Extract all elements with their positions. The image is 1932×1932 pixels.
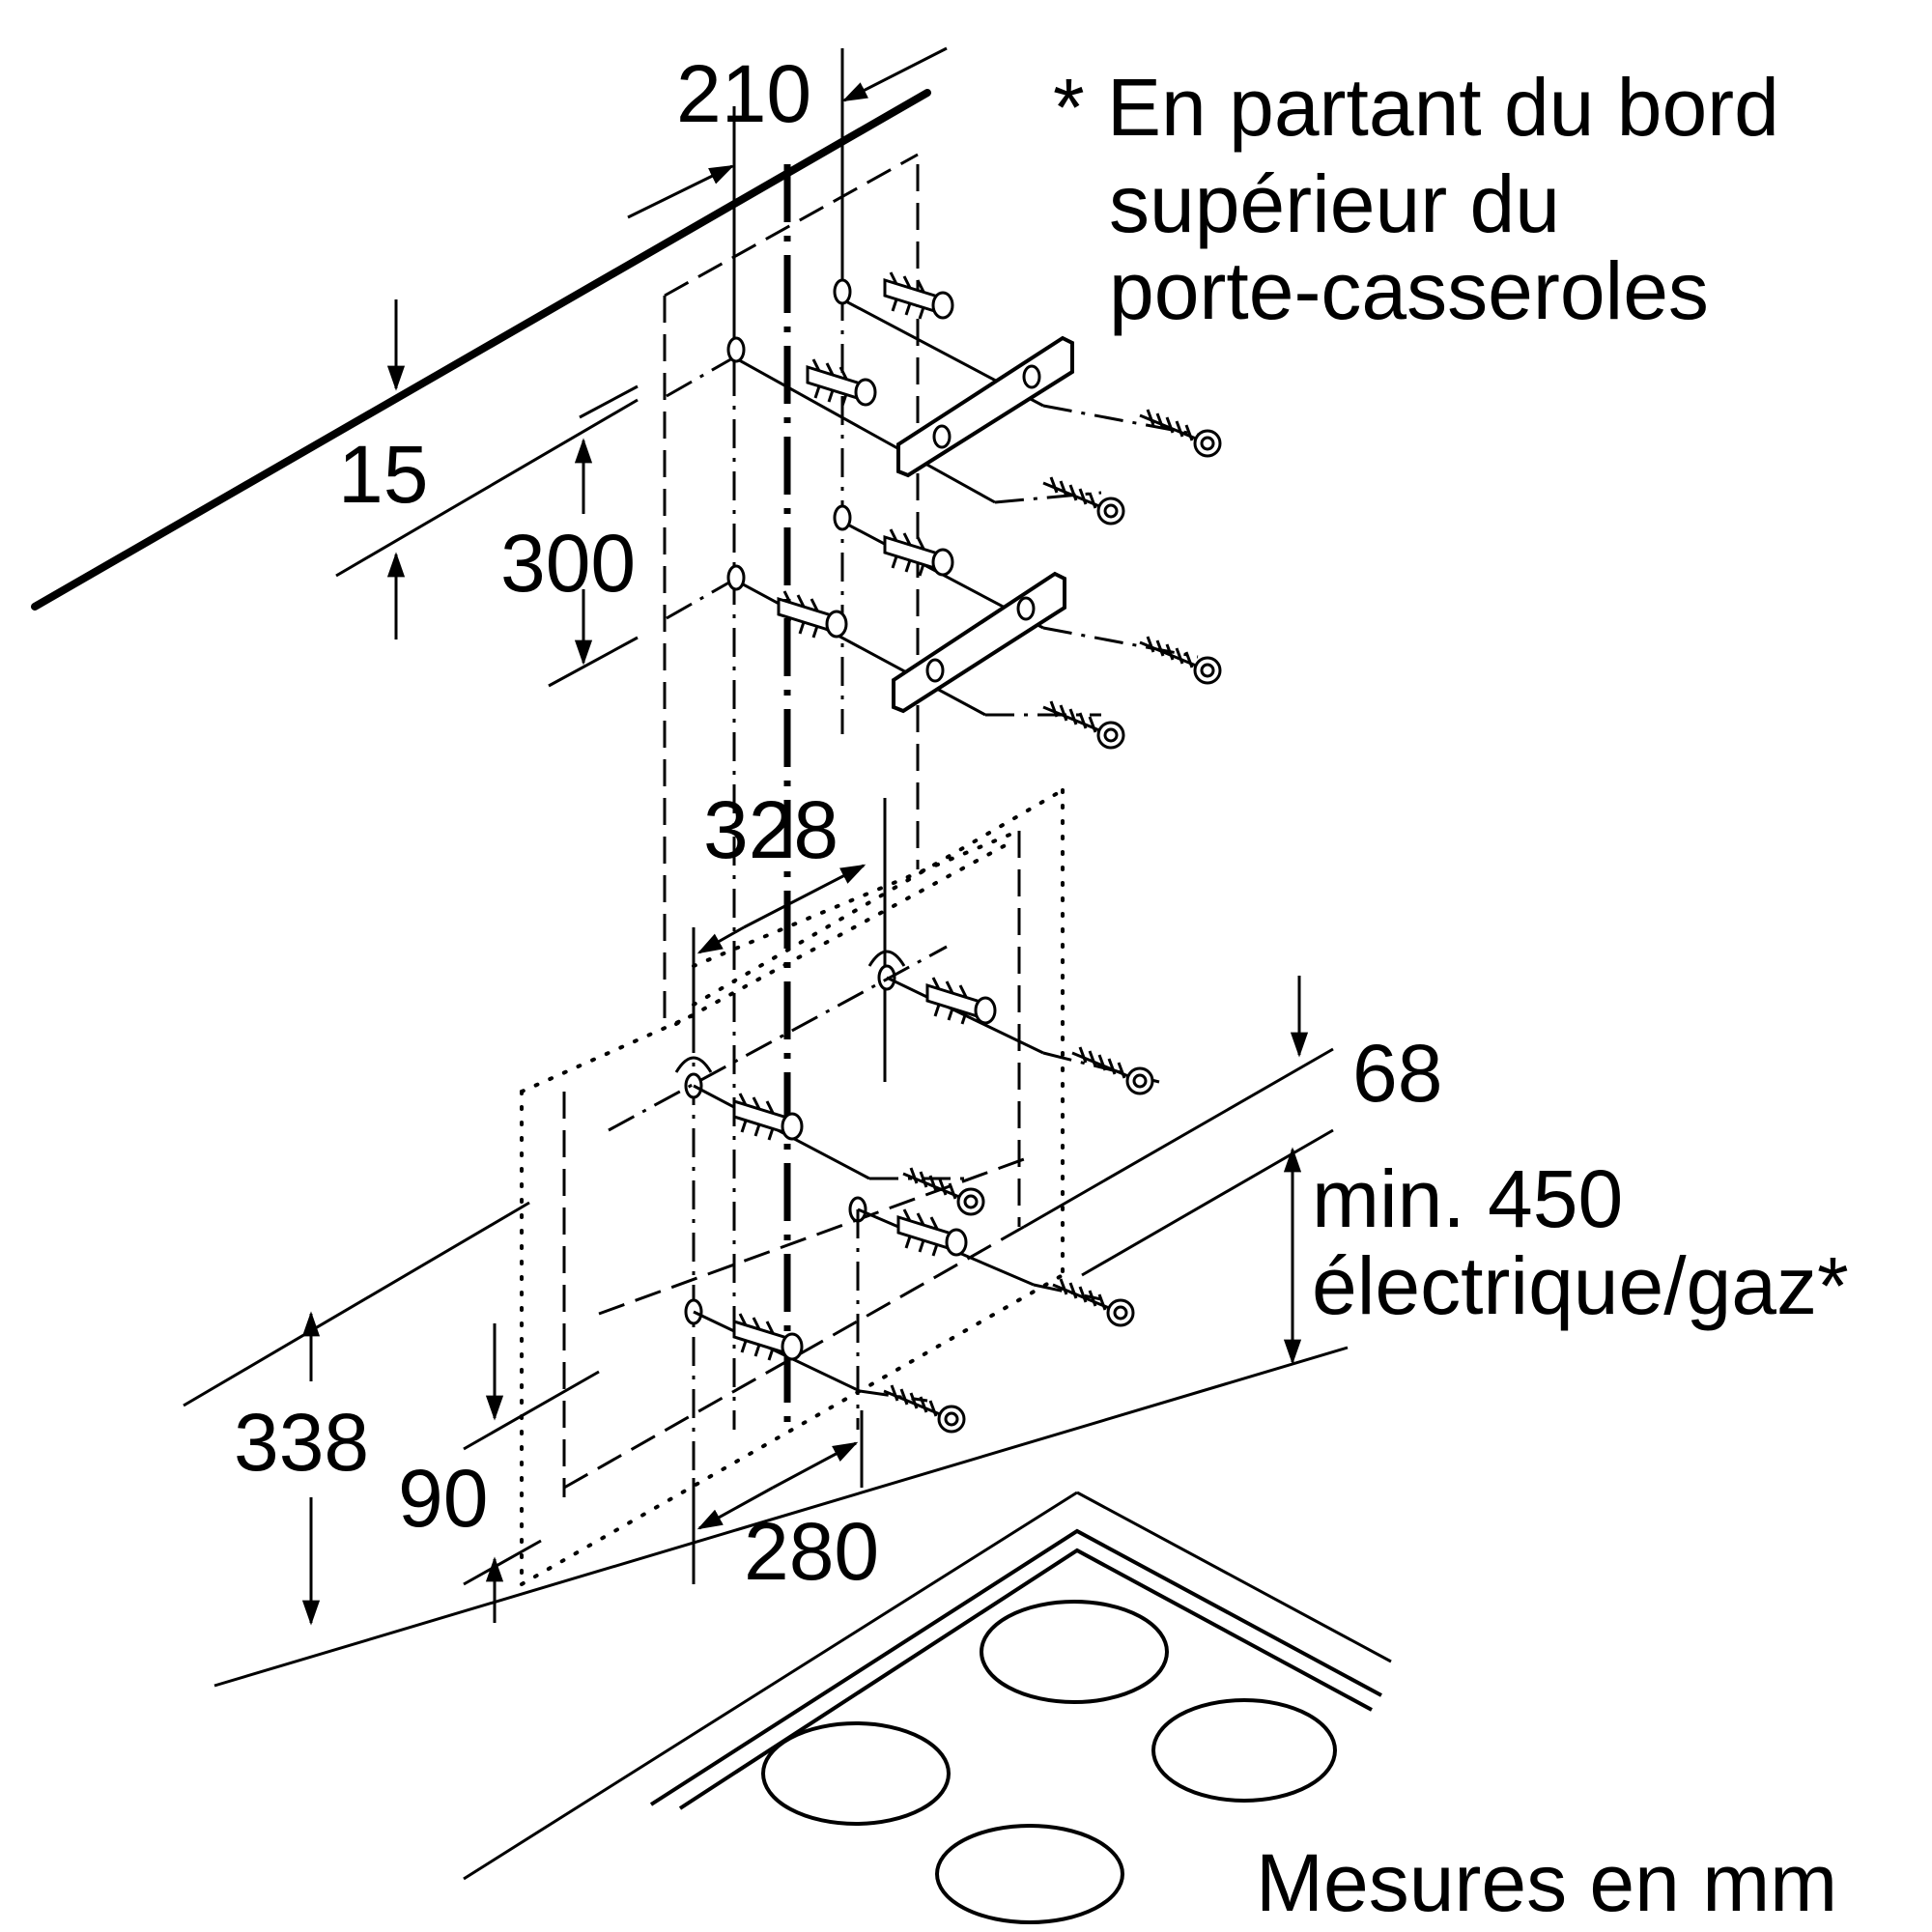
wall-plug-icon bbox=[732, 1092, 804, 1142]
upper-bracket-set-1 bbox=[666, 270, 1222, 526]
dim-15-label: 15 bbox=[338, 429, 428, 520]
electrique-gaz-label: électrique/gaz* bbox=[1312, 1240, 1849, 1331]
min-450-label: min. 450 bbox=[1312, 1153, 1623, 1244]
hook-icon bbox=[674, 1056, 713, 1073]
screw-icon bbox=[901, 1166, 985, 1216]
wall-plug-icon bbox=[883, 270, 954, 321]
screw-icon bbox=[1041, 475, 1125, 526]
dim-68-label: 68 bbox=[1352, 1028, 1442, 1119]
dimension-68: 68 bbox=[1023, 976, 1442, 1277]
note-line-2: supérieur du bbox=[1109, 158, 1560, 249]
cooktop-burner-icon bbox=[980, 1600, 1169, 1704]
drill-hole-icon bbox=[833, 504, 852, 531]
mounting-bracket-icon bbox=[896, 335, 1074, 478]
cooktop-burner-icon bbox=[1151, 1698, 1337, 1803]
cooktop-burner-icon bbox=[935, 1824, 1124, 1924]
dimension-210: 210 bbox=[627, 46, 948, 367]
dim-90-label: 90 bbox=[398, 1453, 488, 1544]
screw-icon bbox=[1138, 635, 1222, 685]
hood-outline bbox=[520, 788, 1065, 1586]
drill-hole-icon bbox=[833, 278, 852, 305]
dimension-300: 300 bbox=[500, 384, 639, 688]
dimension-15: 15 bbox=[335, 299, 639, 639]
screw-icon bbox=[882, 1383, 966, 1434]
dimension-328: 328 bbox=[692, 784, 887, 1063]
wall-plug-icon bbox=[896, 1208, 968, 1258]
dimension-280: 280 bbox=[692, 1410, 879, 1597]
screw-icon bbox=[1041, 699, 1125, 750]
cooktop-burner-icon bbox=[761, 1721, 951, 1826]
cooktop bbox=[463, 1491, 1392, 1924]
dim-210-label: 210 bbox=[676, 48, 811, 139]
wall-plug-icon bbox=[732, 1312, 804, 1362]
dim-338-label: 338 bbox=[234, 1397, 369, 1488]
screw-icon bbox=[1138, 408, 1222, 458]
dimension-min-450: min. 450 électrique/gaz* bbox=[213, 1147, 1849, 1688]
screw-icon bbox=[1070, 1045, 1154, 1095]
dim-280-label: 280 bbox=[744, 1506, 879, 1597]
drill-hole-icon bbox=[726, 564, 746, 591]
ceiling-line bbox=[31, 89, 931, 611]
upper-bracket-set-2 bbox=[666, 504, 1222, 750]
lower-fixings bbox=[608, 945, 1160, 1434]
note: * En partant du bord supérieur du porte-… bbox=[1053, 62, 1779, 336]
wall-plug-icon bbox=[925, 976, 997, 1026]
dimension-90: 90 bbox=[398, 1323, 600, 1623]
mounting-bracket-icon bbox=[892, 571, 1066, 714]
note-line-1: * En partant du bord bbox=[1053, 62, 1779, 153]
drill-hole-icon bbox=[726, 336, 746, 363]
chimney-outline bbox=[663, 106, 920, 1430]
note-line-3: porte-casseroles bbox=[1109, 245, 1709, 336]
screw-icon bbox=[1051, 1277, 1135, 1327]
dimension-338: 338 bbox=[183, 1201, 530, 1626]
units-note: Mesures en mm bbox=[1256, 1837, 1837, 1928]
dim-328-label: 328 bbox=[703, 784, 838, 875]
dim-300-label: 300 bbox=[500, 518, 636, 609]
hook-icon bbox=[867, 950, 906, 967]
